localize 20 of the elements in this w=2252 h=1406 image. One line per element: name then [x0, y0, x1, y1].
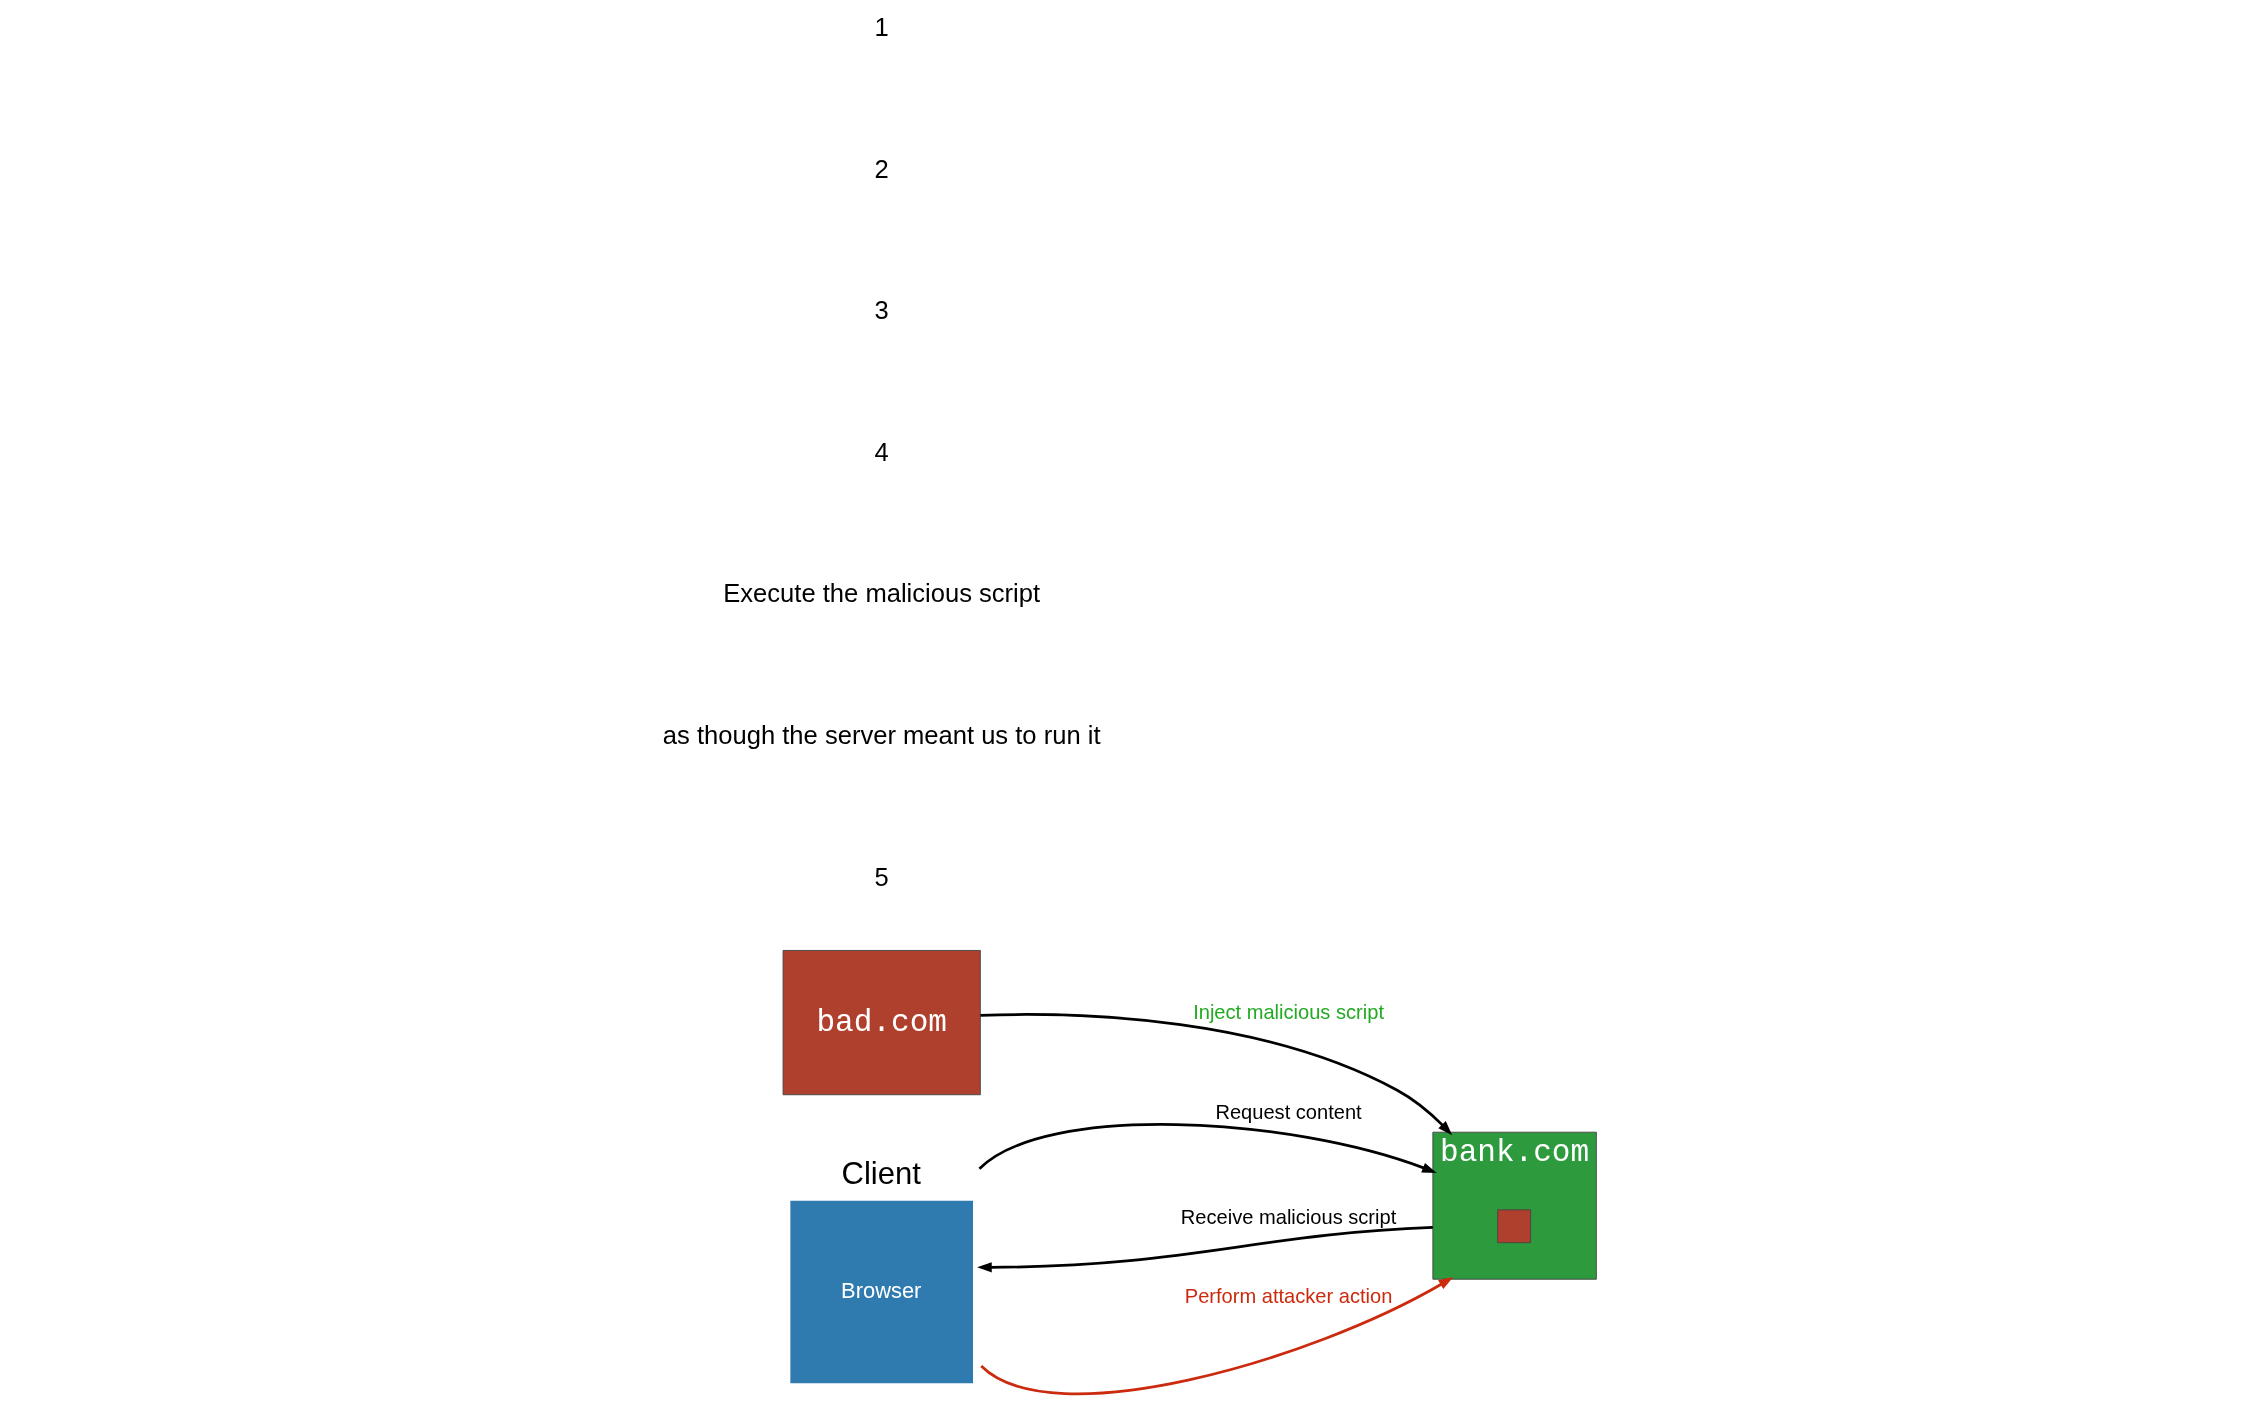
label: 2	[874, 154, 889, 183]
arrow	[977, 1226, 1433, 1273]
label: 1	[874, 13, 889, 42]
node-box: Browser	[790, 1200, 973, 1384]
edge-label: Receive malicious script	[1180, 1206, 1397, 1229]
node-box: bad.com	[782, 950, 981, 1096]
arrow	[980, 1277, 1454, 1395]
cluster: bank.com	[1432, 1131, 1597, 1280]
label: as though the server meant us to run it	[662, 720, 1101, 749]
arrow	[978, 1123, 1437, 1174]
node-box	[1497, 1209, 1532, 1244]
node-label: Client	[841, 1156, 921, 1192]
label: 3	[874, 296, 889, 325]
edge-label: Request content	[1215, 1101, 1362, 1124]
label: 4	[874, 437, 889, 466]
label: Execute the malicious script	[723, 579, 1041, 608]
label: 5	[874, 862, 889, 891]
edge-label: Perform attacker action	[1184, 1284, 1393, 1307]
edge-label: Inject malicious script	[1193, 1001, 1384, 1024]
arrow	[980, 1013, 1453, 1136]
